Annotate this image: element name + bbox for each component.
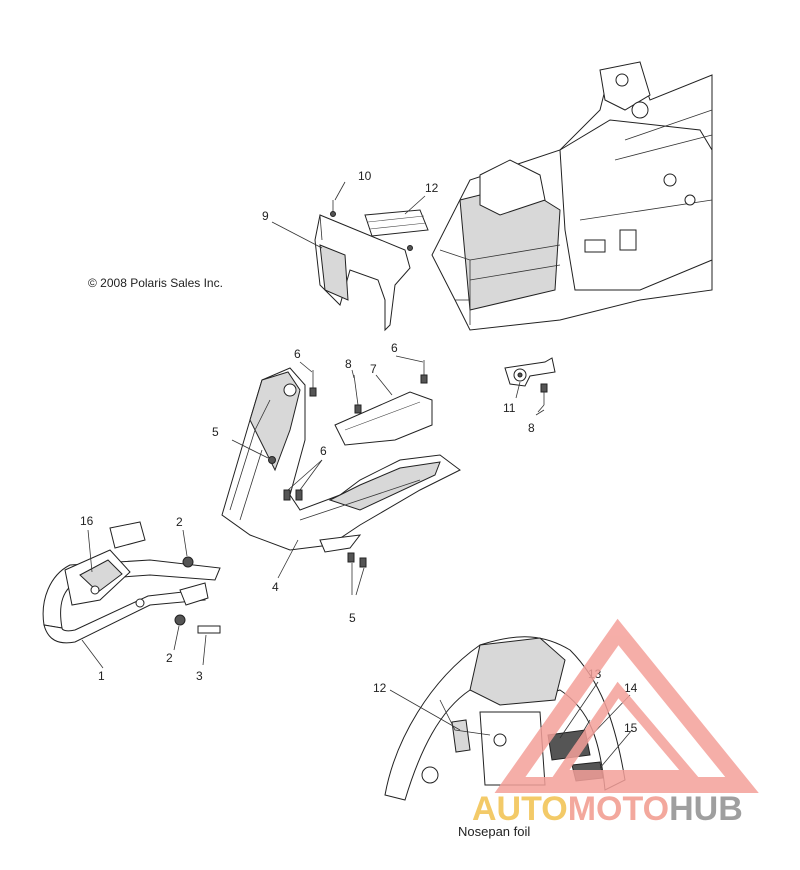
screw-10b [407,245,413,251]
push-rivet-6b [420,360,428,384]
callout-5a: 5 [212,425,219,439]
callout-10: 10 [358,169,372,183]
callout-2a: 2 [176,515,183,529]
push-rivet-6c [283,459,323,501]
callout-12-bottom: 12 [373,681,387,695]
bumper-assembly-1 [42,521,221,644]
callout-14: 14 [624,681,638,695]
watermark-triangle-mark [494,618,759,793]
push-rivet-5a [231,439,276,464]
push-rivet-8a [353,374,362,414]
callout-16: 16 [80,514,94,528]
watermark-word: AUTOMOTOHUB [472,790,743,828]
automotohub-watermark: AUTOMOTOHUB [472,618,759,828]
watermark-auto: AUTO [472,790,568,828]
callout-15: 15 [624,721,638,735]
push-rivet-8b [537,383,548,413]
copyright-text: © 2008 Polaris Sales Inc. [88,276,223,290]
callout-9: 9 [262,209,269,223]
callout-6b: 6 [391,341,398,355]
bracket-11 [504,357,556,387]
push-rivet-6a [309,370,317,397]
nosepan-4 [221,367,461,553]
nut-2b [173,614,186,651]
nosepan-foil-caption: Nosepan foil [458,824,530,839]
fasteners [231,360,428,596]
callout-3: 3 [196,669,203,683]
callout-1: 1 [98,669,105,683]
callout-6a: 6 [294,347,301,361]
bolt-3 [197,625,221,666]
screw-10 [330,200,336,217]
callout-11: 11 [503,401,516,415]
bracket-9 [314,214,411,332]
push-rivet-5b [347,552,367,596]
callout-7: 7 [370,362,377,376]
callout-8b: 8 [528,421,535,435]
nut-2a [182,529,194,568]
watermark-hub: HUB [669,790,743,828]
callout-numbers: 10 12 9 6 8 7 6 5 6 11 8 16 2 4 5 2 3 1 … [80,169,638,735]
callout-5b: 5 [349,611,356,625]
callout-12-top: 12 [425,181,439,195]
callout-2b: 2 [166,651,173,665]
nosepan-foil-view [384,636,626,801]
watermark-moto: MOTO [568,790,669,828]
callout-4: 4 [272,580,279,594]
label-decal-12 [364,209,429,237]
leader-lines [81,181,633,769]
chassis-frame [431,61,713,331]
panel-7 [334,391,433,446]
callout-6c: 6 [320,444,327,458]
callout-8a: 8 [345,357,352,371]
